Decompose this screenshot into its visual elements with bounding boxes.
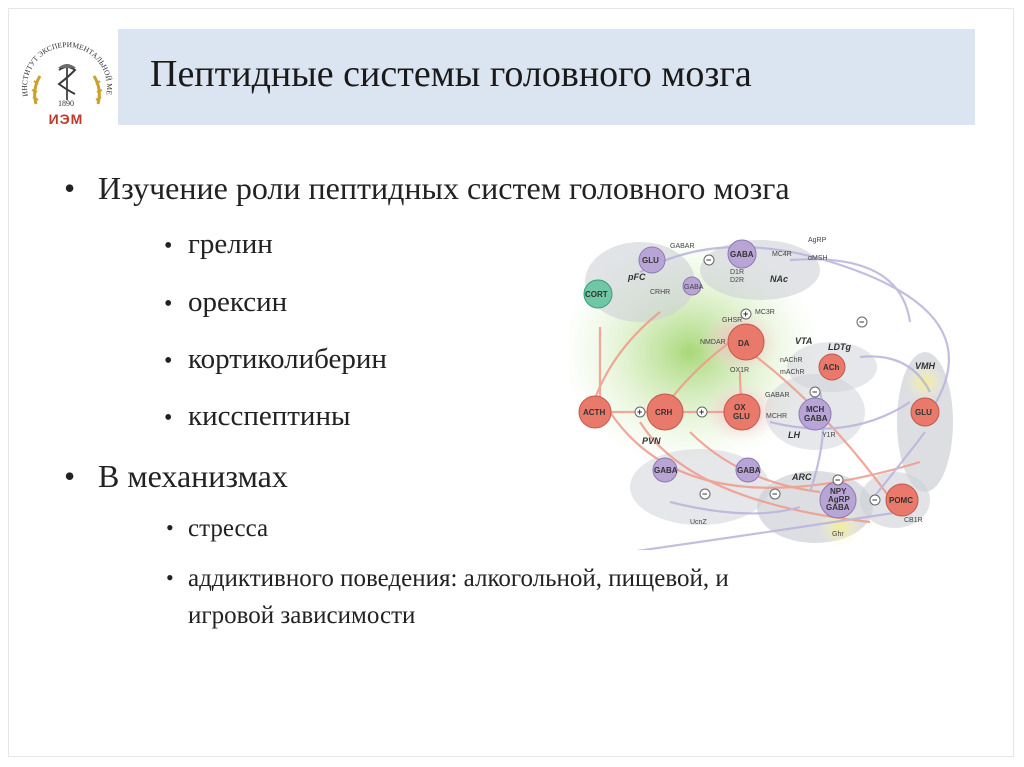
bullet-ghrelin: грелин [164,228,273,264]
bullet-mechanisms: В механизмах [64,458,288,495]
svg-text:nAChR: nAChR [780,357,803,364]
node-crh: CRH [646,393,684,431]
synapse-markers: − + + + − − − − − − [634,254,881,506]
svg-text:GABA: GABA [684,284,704,291]
svg-text:MC3R: MC3R [755,309,775,316]
node-acth: ACTH [578,395,612,429]
svg-text:GLU: GLU [733,412,750,421]
svg-text:mAChR: mAChR [780,369,805,376]
svg-text:GHSR: GHSR [722,317,742,324]
svg-text:MC4R: MC4R [772,251,792,258]
node-gaba-nac-label: GABA [730,250,754,259]
node-ach-label: ACh [823,363,840,372]
svg-text:pFC: pFC [627,272,646,282]
bullet-kisspeptins: кисспептины [164,400,351,436]
svg-text:+: + [699,407,704,417]
logo-abbreviation: ИЭМ [48,111,84,127]
node-pomc-label: POMC [889,496,913,505]
svg-text:Ghr: Ghr [832,531,844,538]
svg-text:αMSH: αMSH [808,255,828,262]
node-crh-label: CRH [655,408,673,417]
node-npy-agrp-gaba: NPY AgRP GABA [819,481,857,519]
svg-text:+: + [637,407,642,417]
svg-text:−: − [835,475,840,485]
svg-text:MCH: MCH [806,405,824,414]
title-bar [118,29,975,125]
node-mch-gaba: MCH GABA [798,397,832,431]
node-glu-pfc-label: GLU [642,256,659,265]
svg-text:ARC: ARC [791,472,812,482]
svg-text:NMDAR: NMDAR [700,339,726,346]
pfc-region [585,242,695,322]
svg-text:AgRP: AgRP [828,495,850,504]
svg-text:−: − [706,255,711,265]
node-glu-vmh: GLU [910,397,940,427]
svg-text:−: − [859,317,864,327]
svg-text:GABA: GABA [826,503,850,512]
node-ach: ACh [818,353,846,381]
svg-text:D1R: D1R [730,269,744,276]
svg-text:GABA: GABA [737,466,761,475]
svg-text:UcnZ: UcnZ [690,519,707,526]
svg-text:VMH: VMH [915,361,936,371]
node-da: DA [727,323,765,361]
svg-text:CRHR: CRHR [650,289,670,296]
svg-text:VTA: VTA [795,336,812,346]
node-gaba-left: GABA [652,457,678,483]
svg-text:−: − [812,387,817,397]
node-pomc: POMC [885,483,919,517]
bullet-crh: кортиколиберин [164,343,387,379]
svg-text:CB1R: CB1R [904,517,923,524]
bullet-addictive: аддиктивного поведения: алкогольной, пищ… [166,565,729,593]
node-cort: CORT [583,279,613,309]
svg-text:AgRP: AgRP [808,237,827,244]
svg-text:NPY: NPY [830,487,847,496]
svg-text:GABA: GABA [804,414,828,423]
node-glu-pfc: GLU [638,246,666,274]
svg-text:NAc: NAc [770,274,788,284]
node-acth-label: ACTH [583,408,605,417]
bullet-stress: стресса [166,515,268,543]
svg-text:−: − [772,489,777,499]
svg-text:LH: LH [788,430,800,440]
brain-peptide-network-diagram: GLU GABA CORT DA ACh ACTH CRH OX GLU MCH… [570,237,953,550]
svg-text:MCHR: MCHR [766,413,787,420]
svg-text:PVN: PVN [642,436,661,446]
node-ox-glu: OX GLU [723,393,761,431]
node-cort-label: CORT [585,290,608,299]
bullet-orexin: орексин [164,286,287,322]
node-glu-vmh-label: GLU [915,408,932,417]
logo-year: 1890 [58,99,74,108]
svg-text:GABA: GABA [654,466,678,475]
svg-text:Y1R: Y1R [822,432,836,439]
node-gaba-nac: GABA [727,239,757,269]
node-gaba-right: GABA [735,457,761,483]
svg-text:GABAR: GABAR [670,243,695,250]
slide-frame [8,8,1014,757]
svg-text:+: + [743,309,748,319]
node-gaba-small: GABA [682,276,704,296]
institute-logo: ИНСТИТУТ ЭКСПЕРИМЕНТАЛЬНОЙ МЕДИЦИНЫ [14,34,114,105]
svg-text:LDTg: LDTg [828,342,851,352]
svg-text:−: − [872,495,877,505]
bullet-addictive-cont: игровой зависимости [188,602,416,629]
svg-text:OX: OX [734,403,746,412]
slide-title: Пептидные системы головного мозга [150,53,752,95]
node-da-label: DA [738,339,750,348]
svg-text:OX1R: OX1R [730,367,749,374]
connection-lines [590,245,950,550]
svg-text:−: − [702,489,707,499]
svg-text:D2R: D2R [730,277,744,284]
svg-text:GABAR: GABAR [765,392,790,399]
bullet-study: Изучение роли пептидных систем головного… [64,170,790,207]
